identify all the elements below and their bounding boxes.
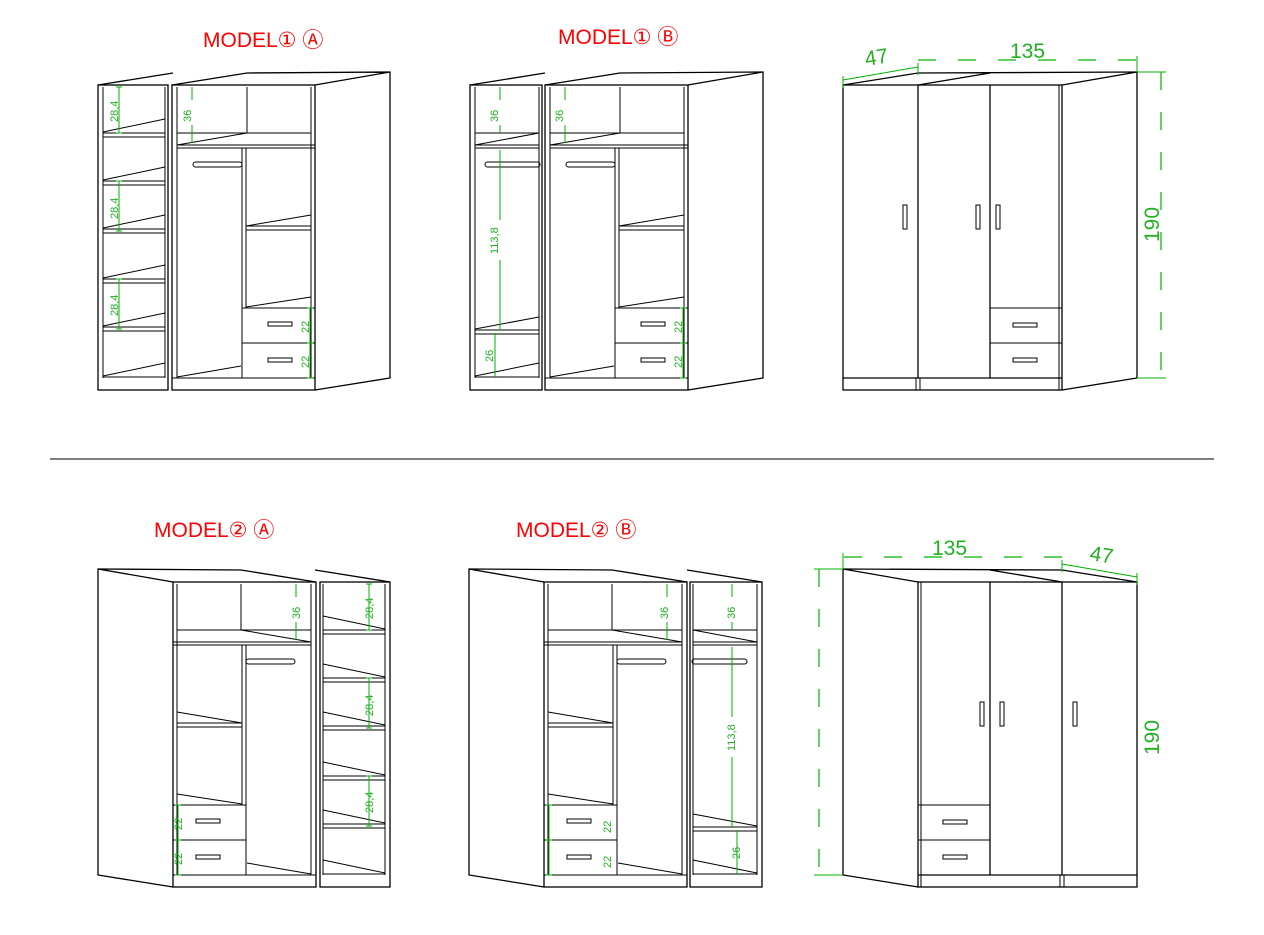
dim-label: 22 bbox=[173, 818, 185, 830]
dim-label: 22 bbox=[673, 356, 685, 368]
height-label: 190 bbox=[1141, 720, 1164, 755]
dim-label: 28,4 bbox=[364, 792, 376, 813]
dim-label: 113,8 bbox=[489, 227, 501, 254]
dim-label: 36 bbox=[489, 110, 501, 122]
width-label: 135 bbox=[1010, 40, 1045, 63]
dim-label: 22 bbox=[300, 356, 312, 368]
dim-label: 28,4 bbox=[364, 598, 376, 619]
model2-front-view bbox=[813, 552, 1138, 888]
model1a-title: MODEL① Ⓐ bbox=[203, 29, 323, 52]
dim-label: 28,4 bbox=[364, 695, 376, 716]
dim-label: 26 bbox=[484, 350, 496, 362]
dim-label: 36 bbox=[182, 110, 194, 122]
dim-label: 36 bbox=[659, 607, 671, 619]
dim-label: 28,4 bbox=[109, 101, 121, 122]
model1b-title: MODEL① Ⓑ bbox=[558, 26, 678, 49]
dim-label: 36 bbox=[726, 607, 738, 619]
dim-label: 28,4 bbox=[109, 198, 121, 219]
dim-label: 22 bbox=[602, 821, 614, 833]
model1-front-view bbox=[842, 55, 1167, 391]
dim-label: 22 bbox=[300, 321, 312, 333]
depth-label: 47 bbox=[863, 45, 890, 71]
model2b-drawing bbox=[468, 568, 763, 888]
model2b-title: MODEL② Ⓑ bbox=[516, 519, 636, 542]
model1b-drawing bbox=[469, 71, 764, 391]
dim-label: 22 bbox=[602, 856, 614, 868]
depth-label: 47 bbox=[1088, 542, 1115, 568]
model1a-drawing bbox=[97, 71, 391, 391]
model2a-drawing bbox=[97, 568, 391, 888]
dim-label: 22 bbox=[173, 853, 185, 865]
model2a-title: MODEL② Ⓐ bbox=[154, 519, 274, 542]
dim-label: 113,8 bbox=[726, 724, 738, 751]
dim-label: 26 bbox=[731, 847, 743, 859]
dim-label: 28,4 bbox=[109, 295, 121, 316]
height-label: 190 bbox=[1141, 207, 1164, 242]
dim-label: 36 bbox=[291, 607, 303, 619]
dim-label: 22 bbox=[673, 321, 685, 333]
width-label: 135 bbox=[932, 537, 967, 560]
dim-label: 36 bbox=[554, 110, 566, 122]
